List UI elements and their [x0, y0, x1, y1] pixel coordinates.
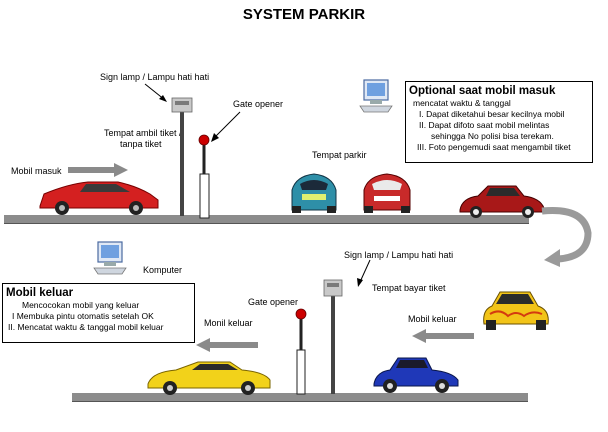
ticket-point-label-line1: Tempat ambil tiket / [104, 128, 182, 138]
red-sports-car [39, 181, 159, 215]
sign-lamp-label-exit: Sign lamp / Lampu hati hati [344, 250, 454, 260]
optional-box-line: III. Foto pengemudi saat mengambil tiket [417, 142, 571, 152]
exit-direction-arrow-right [412, 329, 474, 343]
vintage-red-car [459, 185, 545, 218]
exit-road [72, 393, 528, 402]
exit-direction-arrow-left [196, 338, 258, 352]
sign-lamp-pole-entry [171, 97, 193, 216]
gate-opener-exit [295, 308, 307, 395]
computer-label: Komputer [143, 265, 183, 275]
car-exit-label: Mobil keluar [408, 314, 457, 324]
optional-box-line: sehingga No polisi bisa terekam. [431, 131, 554, 141]
car-out-label: Monil keluar [204, 318, 253, 328]
blue-hotrod-car [373, 357, 459, 393]
page-title: SYSTEM PARKIR [242, 6, 366, 23]
yellow-convertible-car [147, 361, 271, 395]
pay-point-label: Tempat bayar tiket [372, 283, 446, 293]
exit-box-heading: Mobil keluar [6, 287, 74, 299]
computer-icon-exit [93, 241, 127, 275]
optional-box-heading: Optional saat mobil masuk [409, 85, 556, 97]
pointer-arrow-sign-exit [357, 259, 371, 287]
entry-direction-arrow [68, 163, 128, 177]
optional-box-line: I. Dapat diketahui besar kecilnya mobil [419, 109, 565, 119]
pointer-arrow-gate-entry [211, 111, 241, 142]
parked-car-blue [291, 173, 337, 213]
exit-info-box: Mobil keluar Mencocokan mobil yang kelua… [2, 283, 195, 343]
gate-opener-label-entry: Gate opener [233, 99, 284, 109]
pointer-arrow-sign-lamp [144, 83, 167, 102]
ticket-point-label-line2: tanpa tiket [120, 139, 162, 149]
curved-transfer-arrow [541, 206, 592, 267]
entry-road [4, 215, 529, 224]
computer-icon [359, 79, 393, 113]
optional-entry-box: Optional saat mobil masuk mencatat waktu… [405, 81, 593, 163]
parking-label: Tempat parkir [312, 150, 367, 160]
gate-opener-label-exit: Gate opener [248, 297, 299, 307]
exit-box-line: Mencocokan mobil yang keluar [22, 300, 140, 310]
parked-car-red [363, 173, 411, 213]
car-in-label: Mobil masuk [11, 166, 62, 176]
optional-box-line: mencatat waktu & tanggal [413, 98, 511, 108]
sign-lamp-label-entry: Sign lamp / Lampu hati hati [100, 72, 210, 82]
exit-box-line: II. Mencatat waktu & tanggal mobil kelua… [8, 322, 164, 332]
sign-lamp-pole-exit [323, 279, 343, 394]
optional-box-line: II. Dapat difoto saat mobil melintas [419, 120, 550, 130]
exit-box-line: I Membuka pintu otomatis setelah OK [12, 311, 154, 321]
yellow-flame-hotrod [483, 291, 549, 330]
gate-opener-entry [198, 134, 210, 219]
